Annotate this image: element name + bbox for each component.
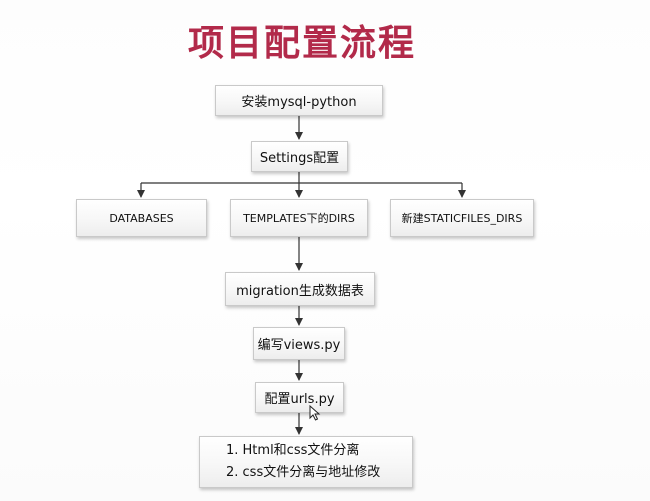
node-final-line2: 2. css文件分离与地址修改 — [226, 465, 381, 480]
node-databases-label: DATABASES — [109, 211, 174, 225]
node-config-urls: 配置urls.py — [255, 382, 344, 413]
node-migration: migration生成数据表 — [225, 272, 375, 306]
node-urls-label: 配置urls.py — [264, 392, 335, 407]
node-settings-label: Settings配置 — [259, 151, 340, 166]
node-settings-config: Settings配置 — [251, 141, 348, 172]
node-css-separation: 1. Html和css文件分离 2. css文件分离与地址修改 — [199, 436, 413, 488]
node-staticfiles-dirs: 新建STATICFILES_DIRS — [390, 199, 534, 237]
node-install-label: 安装mysql-python — [241, 95, 357, 110]
node-install-mysql-python: 安装mysql-python — [215, 85, 383, 116]
page-title: 项目配置流程 — [188, 23, 417, 64]
mouse-pointer-icon — [309, 405, 321, 421]
node-templates-dirs: TEMPLATES下的DIRS — [230, 199, 368, 237]
node-migration-label: migration生成数据表 — [236, 283, 364, 299]
node-staticfiles-label: 新建STATICFILES_DIRS — [401, 212, 523, 225]
node-databases: DATABASES — [76, 199, 207, 237]
node-write-views: 编写views.py — [253, 327, 345, 360]
node-templates-label: TEMPLATES下的DIRS — [243, 212, 355, 225]
node-views-label: 编写views.py — [257, 338, 341, 353]
node-final-line1: 1. Html和css文件分离 — [226, 443, 360, 458]
